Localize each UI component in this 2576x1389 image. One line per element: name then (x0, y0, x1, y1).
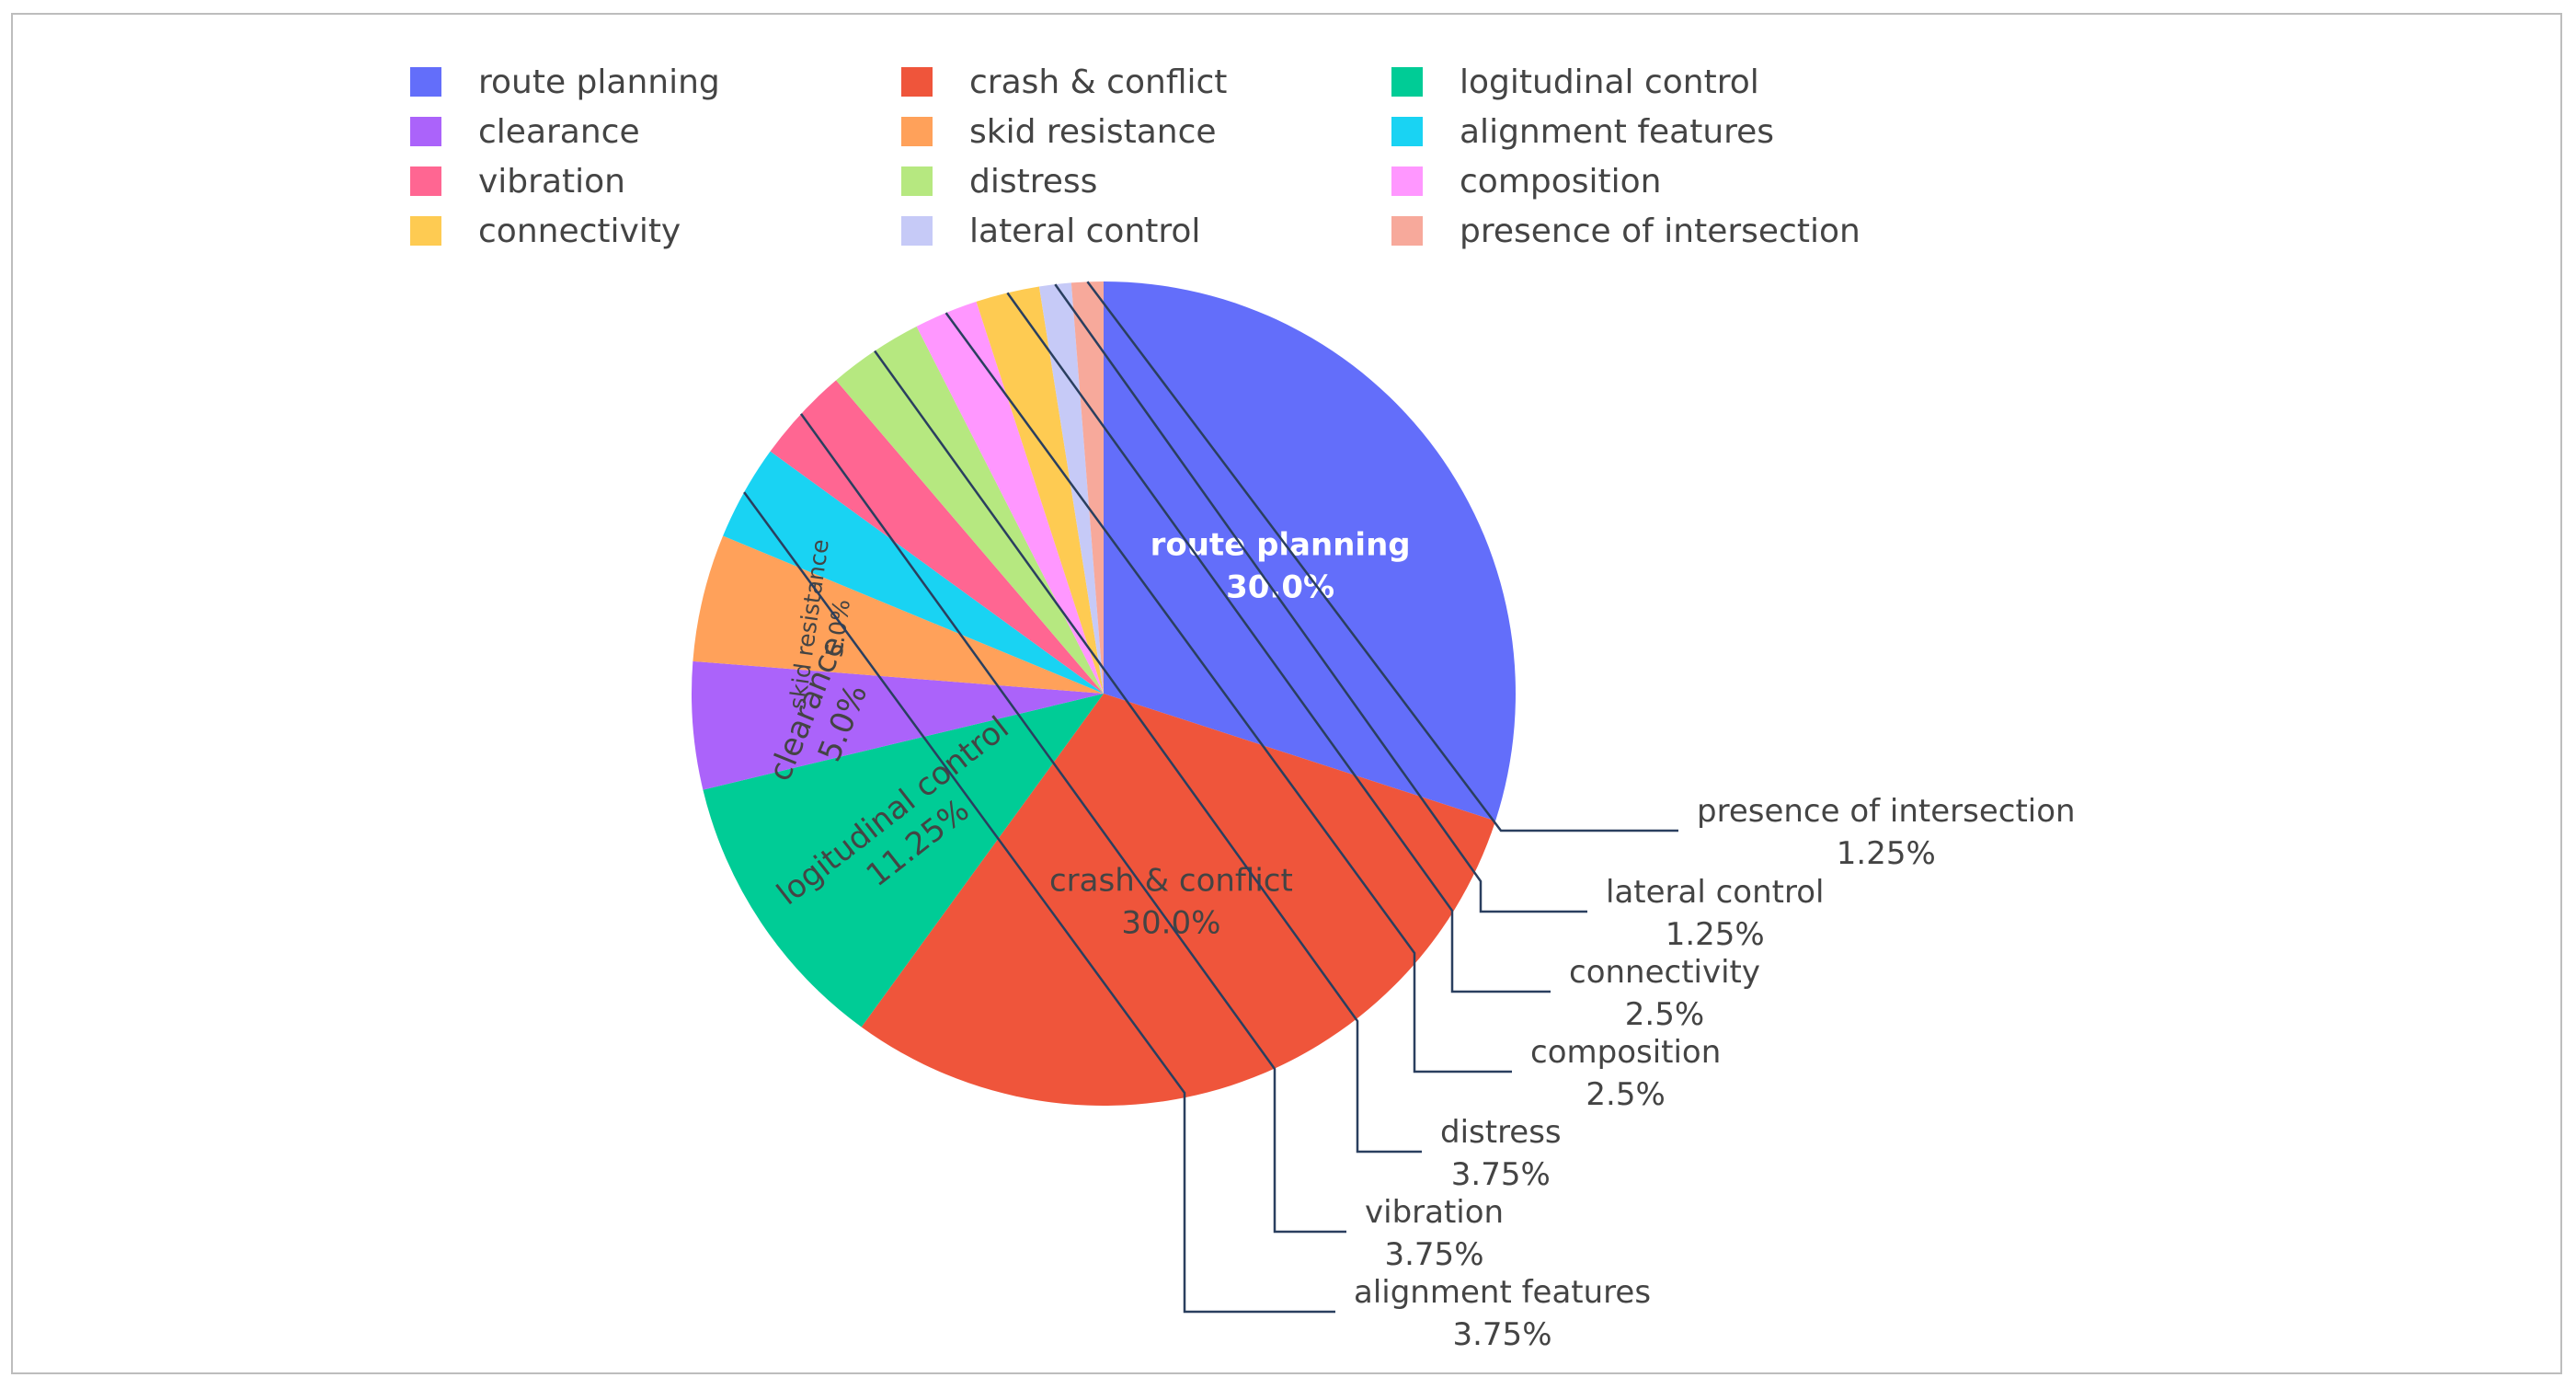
pie-slices (691, 281, 1516, 1106)
legend-label-distress[interactable]: distress (969, 163, 1097, 201)
legend-label-alignment-features[interactable]: alignment features (1460, 113, 1774, 151)
slice-label-value-alignment-features: 3.75% (1452, 1316, 1551, 1353)
legend-label-lateral-control[interactable]: lateral control (969, 212, 1200, 250)
legend-swatch-clearance[interactable] (410, 117, 441, 146)
slice-crash-and-conflict[interactable] (861, 694, 1496, 1106)
slice-distress[interactable] (836, 326, 1104, 694)
slice-logitudinal-control[interactable] (703, 694, 1104, 1027)
legend-swatch-composition[interactable] (1391, 166, 1423, 196)
legend-swatch-presence-of-intersection[interactable] (1391, 216, 1423, 246)
slice-vibration[interactable] (770, 380, 1104, 694)
slice-label-value-composition: 2.5% (1586, 1076, 1665, 1113)
legend-label-route-planning[interactable]: route planning (478, 63, 720, 101)
legend-swatch-route-planning[interactable] (410, 67, 441, 97)
leader-line-distress (874, 350, 1422, 1154)
slice-skid-resistance[interactable] (693, 535, 1104, 694)
slice-label-name-presence-of-intersection: presence of intersection (1697, 793, 2076, 830)
slice-label-value-crash-and-conflict: 30.0% (1121, 905, 1220, 942)
slice-label-name-connectivity: connectivity (1569, 954, 1760, 991)
slice-label-crash-and-conflict: crash & conflict 30.0% (1049, 863, 1293, 942)
legend-label-connectivity[interactable]: connectivity (478, 212, 681, 250)
legend-swatch-alignment-features[interactable] (1391, 117, 1423, 146)
slice-label-name-route-planning: route planning (1151, 526, 1411, 563)
slice-connectivity[interactable] (976, 286, 1104, 694)
legend-swatch-vibration[interactable] (410, 166, 441, 196)
leader-line-presence-of-intersection (1086, 281, 1678, 832)
slice-alignment-features[interactable] (723, 451, 1104, 694)
legend-swatch-connectivity[interactable] (410, 216, 441, 246)
legend-label-clearance[interactable]: clearance (478, 113, 640, 151)
leader-line-lateral-control (1054, 283, 1587, 913)
slice-label-value-lateral-control: 1.25% (1666, 916, 1765, 953)
slice-label-value-vibration: 3.75% (1384, 1236, 1483, 1273)
slice-clearance[interactable] (691, 660, 1104, 790)
slice-label-value-distress: 3.75% (1451, 1156, 1551, 1193)
leader-line-connectivity (1006, 292, 1551, 993)
slice-label-value-presence-of-intersection: 1.25% (1837, 835, 1936, 872)
legend-swatch-skid-resistance[interactable] (901, 117, 933, 146)
slice-label-name-vibration: vibration (1365, 1194, 1504, 1231)
slice-labels: route planning 30.0%crash & conflict 30.0%… (743, 281, 2076, 1353)
slice-route-planning[interactable] (1104, 281, 1516, 821)
legend-label-presence-of-intersection[interactable]: presence of intersection (1460, 212, 1860, 250)
leader-line-alignment-features (743, 491, 1335, 1314)
slice-label-value-connectivity: 2.5% (1625, 996, 1704, 1033)
legend-label-vibration[interactable]: vibration (478, 163, 625, 201)
slice-presence-of-intersection[interactable] (1070, 281, 1104, 694)
legend-swatch-lateral-control[interactable] (901, 216, 933, 246)
legend-label-crash-and-conflict[interactable]: crash & conflict (969, 63, 1227, 101)
legend: route planning clearance vibration connecti… (410, 63, 1860, 250)
slice-label-name-lateral-control: lateral control (1606, 874, 1824, 911)
legend-swatch-crash-and-conflict[interactable] (901, 67, 933, 97)
leader-line-composition (945, 312, 1512, 1073)
legend-swatch-logitudinal-control[interactable] (1391, 67, 1423, 97)
slice-lateral-control[interactable] (1038, 282, 1104, 694)
legend-label-composition[interactable]: composition (1460, 163, 1661, 201)
slice-label-name-alignment-features: alignment features (1354, 1274, 1651, 1311)
slice-composition[interactable] (916, 301, 1104, 694)
slice-label-name-composition: composition (1530, 1034, 1721, 1071)
leader-line-vibration (799, 413, 1346, 1234)
slice-label-name-distress: distress (1440, 1114, 1562, 1151)
legend-label-skid-resistance[interactable]: skid resistance (969, 113, 1217, 151)
legend-label-logitudinal-control[interactable]: logitudinal control (1460, 63, 1759, 101)
slice-label-name-crash-and-conflict: crash & conflict (1049, 863, 1293, 900)
legend-swatch-distress[interactable] (901, 166, 933, 196)
